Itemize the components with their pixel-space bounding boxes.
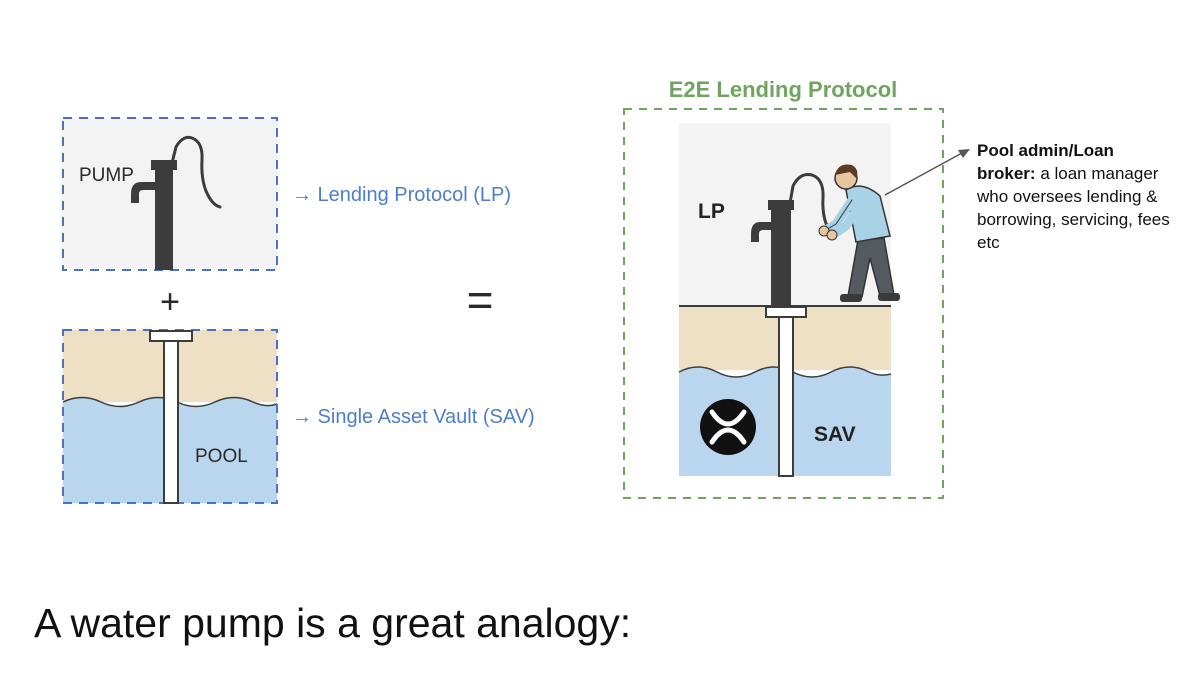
broker-pointer-arrow <box>884 149 970 196</box>
loan-broker-person-icon <box>818 164 900 302</box>
caption: A water pump is a great analogy: <box>34 600 632 646</box>
well-pipe-icon <box>765 306 807 477</box>
pool-label: POOL <box>195 446 248 467</box>
broker-note-text: a loan manager who oversees lending & bo… <box>977 164 1170 252</box>
lp-label: LP <box>698 200 725 223</box>
pump-label: PUMP <box>79 165 134 186</box>
xrp-logo-icon <box>700 399 756 455</box>
sav-label: SAV <box>814 423 856 446</box>
equals-sign: = <box>467 274 494 326</box>
e2e-title: E2E Lending Protocol <box>669 77 898 102</box>
pump-icon <box>131 135 222 270</box>
broker-note-title: Pool admin/Loan broker: <box>977 141 1114 183</box>
broker-note: Pool admin/Loan broker: a loan manager w… <box>977 139 1177 254</box>
sav-arrow-text: → Single Asset Vault (SAV) <box>292 406 535 428</box>
lp-arrow-text: → Lending Protocol (LP) <box>292 184 511 206</box>
plus-sign: + <box>160 283 180 321</box>
well-pipe-icon <box>149 330 193 504</box>
lp-pump-icon <box>751 173 830 307</box>
